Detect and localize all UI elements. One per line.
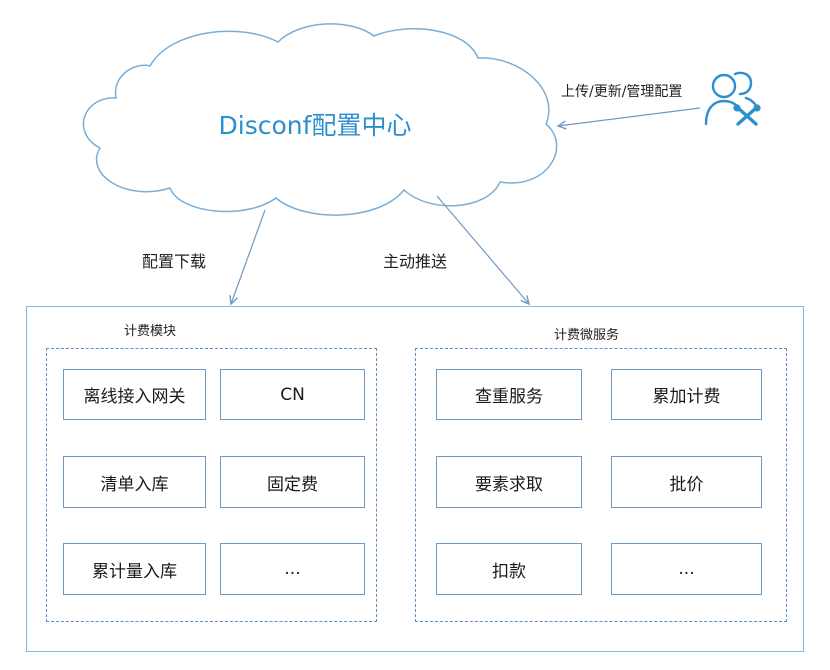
node-dedup-service: 查重服务 bbox=[436, 369, 582, 420]
billing-system-container bbox=[26, 306, 804, 652]
node-accumulation-storage: 累计量入库 bbox=[63, 543, 206, 595]
node-more-right: ... bbox=[611, 543, 762, 595]
node-element-extraction: 要素求取 bbox=[436, 456, 582, 508]
node-accumulative-billing: 累加计费 bbox=[611, 369, 762, 420]
upload-arrow bbox=[558, 107, 701, 126]
billing-microservice-title: 计费微服务 bbox=[554, 328, 620, 343]
node-deduction: 扣款 bbox=[436, 543, 582, 595]
node-rating: 批价 bbox=[611, 456, 762, 508]
node-offline-access-gateway: 离线接入网关 bbox=[63, 369, 206, 420]
user-group-with-wrench-icon bbox=[704, 71, 761, 126]
download-arrow bbox=[231, 209, 266, 304]
node-more-left: ... bbox=[220, 543, 365, 595]
billing-module-group bbox=[46, 348, 377, 622]
upload-label: 上传/更新/管理配置 bbox=[561, 84, 683, 100]
node-bill-storage: 清单入库 bbox=[63, 456, 206, 508]
node-fixed-fee: 固定费 bbox=[220, 456, 365, 508]
billing-module-title: 计费模块 bbox=[124, 324, 177, 339]
billing-microservice-group bbox=[415, 348, 787, 622]
download-label: 配置下载 bbox=[142, 252, 207, 271]
node-cn: CN bbox=[220, 369, 365, 420]
cloud-shape bbox=[82, 23, 558, 216]
push-label: 主动推送 bbox=[383, 252, 448, 271]
cloud-title: Disconf配置中心 bbox=[218, 111, 412, 140]
push-arrow bbox=[436, 195, 529, 304]
